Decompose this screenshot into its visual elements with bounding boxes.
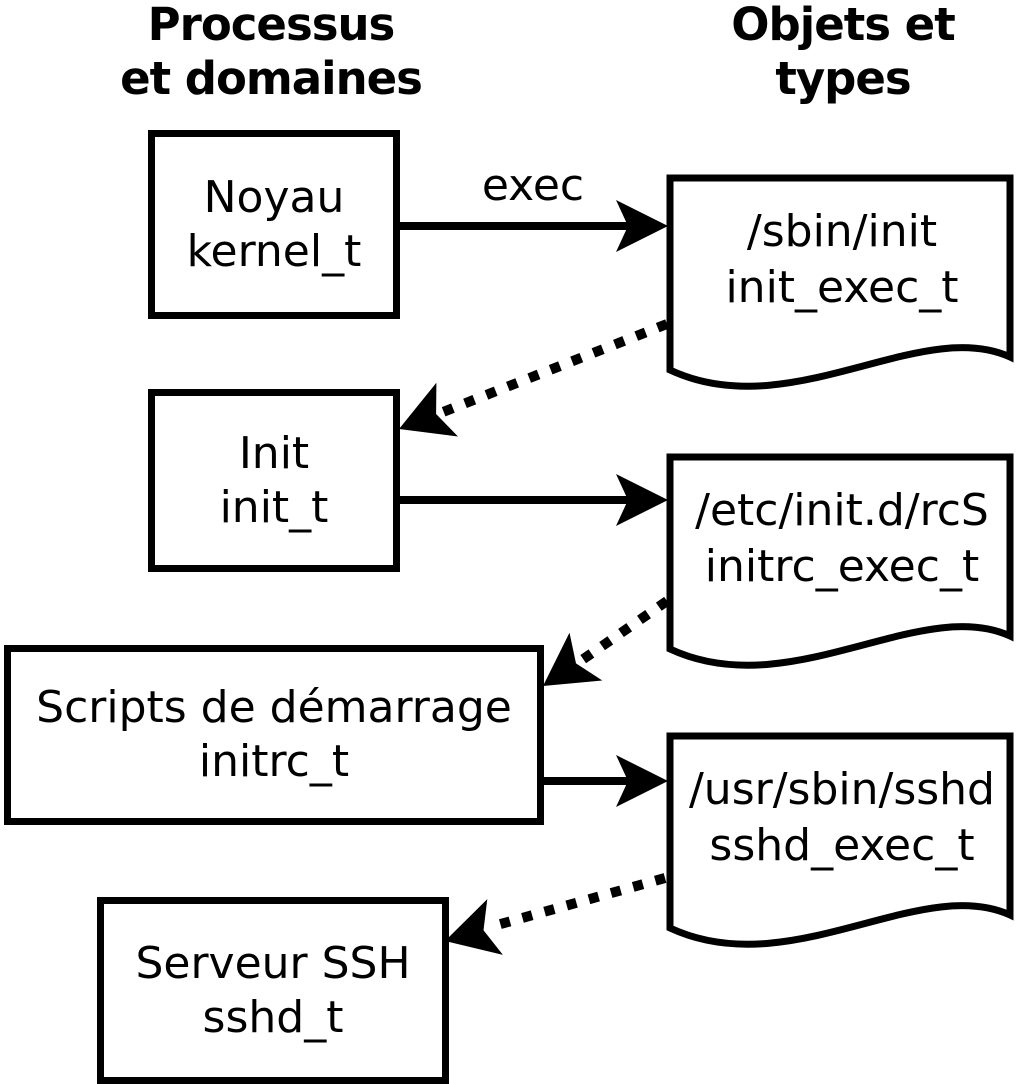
object-label-init-exec: /sbin/init init_exec_t <box>676 204 1008 316</box>
arrowhead-init-to-initrc-exec <box>616 474 668 526</box>
object-label-initrc-exec: /etc/init.d/rcS initrc_exec_t <box>676 483 1008 595</box>
dotted-arrow-init-exec-to-init <box>441 319 669 417</box>
process-domain: init_t <box>219 481 329 533</box>
column-header-objects: Objets et types <box>683 0 1003 106</box>
arrowhead-sshd-exec-to-sshd <box>445 899 503 955</box>
process-box-init: Init init_t <box>148 389 400 572</box>
object-label-sshd-exec: /usr/sbin/sshd sshd_exec_t <box>676 762 1008 874</box>
arrowhead-initrc-to-sshd-exec <box>616 755 668 807</box>
process-domain: initrc_t <box>198 736 350 787</box>
object-type: initrc_exec_t <box>704 541 980 592</box>
column-header-objects-line2: types <box>775 52 911 105</box>
process-box-initrc: Scripts de démarrage initrc_t <box>4 645 544 825</box>
column-header-objects-line1: Objets et <box>731 0 955 51</box>
dotted-arrow-sshd-exec-to-sshd <box>488 873 667 932</box>
object-type: init_exec_t <box>725 262 959 313</box>
process-label: Init <box>238 427 310 479</box>
process-domain: kernel_t <box>186 225 362 277</box>
exec-edge-label: exec <box>481 160 585 211</box>
object-path: /etc/init.d/rcS <box>695 485 989 536</box>
object-path: /sbin/init <box>746 206 938 257</box>
column-header-processes: Processus et domaines <box>61 0 481 106</box>
arrowhead-initrc-exec-to-initrc <box>543 632 603 686</box>
column-header-processes-line1: Processus <box>147 0 396 51</box>
process-label: Scripts de démarrage <box>36 682 512 733</box>
process-domain: sshd_t <box>202 991 344 1043</box>
object-path: /usr/sbin/sshd <box>688 764 995 815</box>
dotted-arrow-initrc-exec-to-initrc <box>579 596 670 665</box>
object-type: sshd_exec_t <box>709 820 975 871</box>
arrowhead-init-exec-to-init <box>399 382 458 437</box>
process-box-sshd: Serveur SSH sshd_t <box>97 897 449 1084</box>
process-box-kernel: Noyau kernel_t <box>148 130 400 319</box>
process-label: Noyau <box>203 171 345 223</box>
process-label: Serveur SSH <box>135 937 411 989</box>
column-header-processes-line2: et domaines <box>120 52 423 105</box>
